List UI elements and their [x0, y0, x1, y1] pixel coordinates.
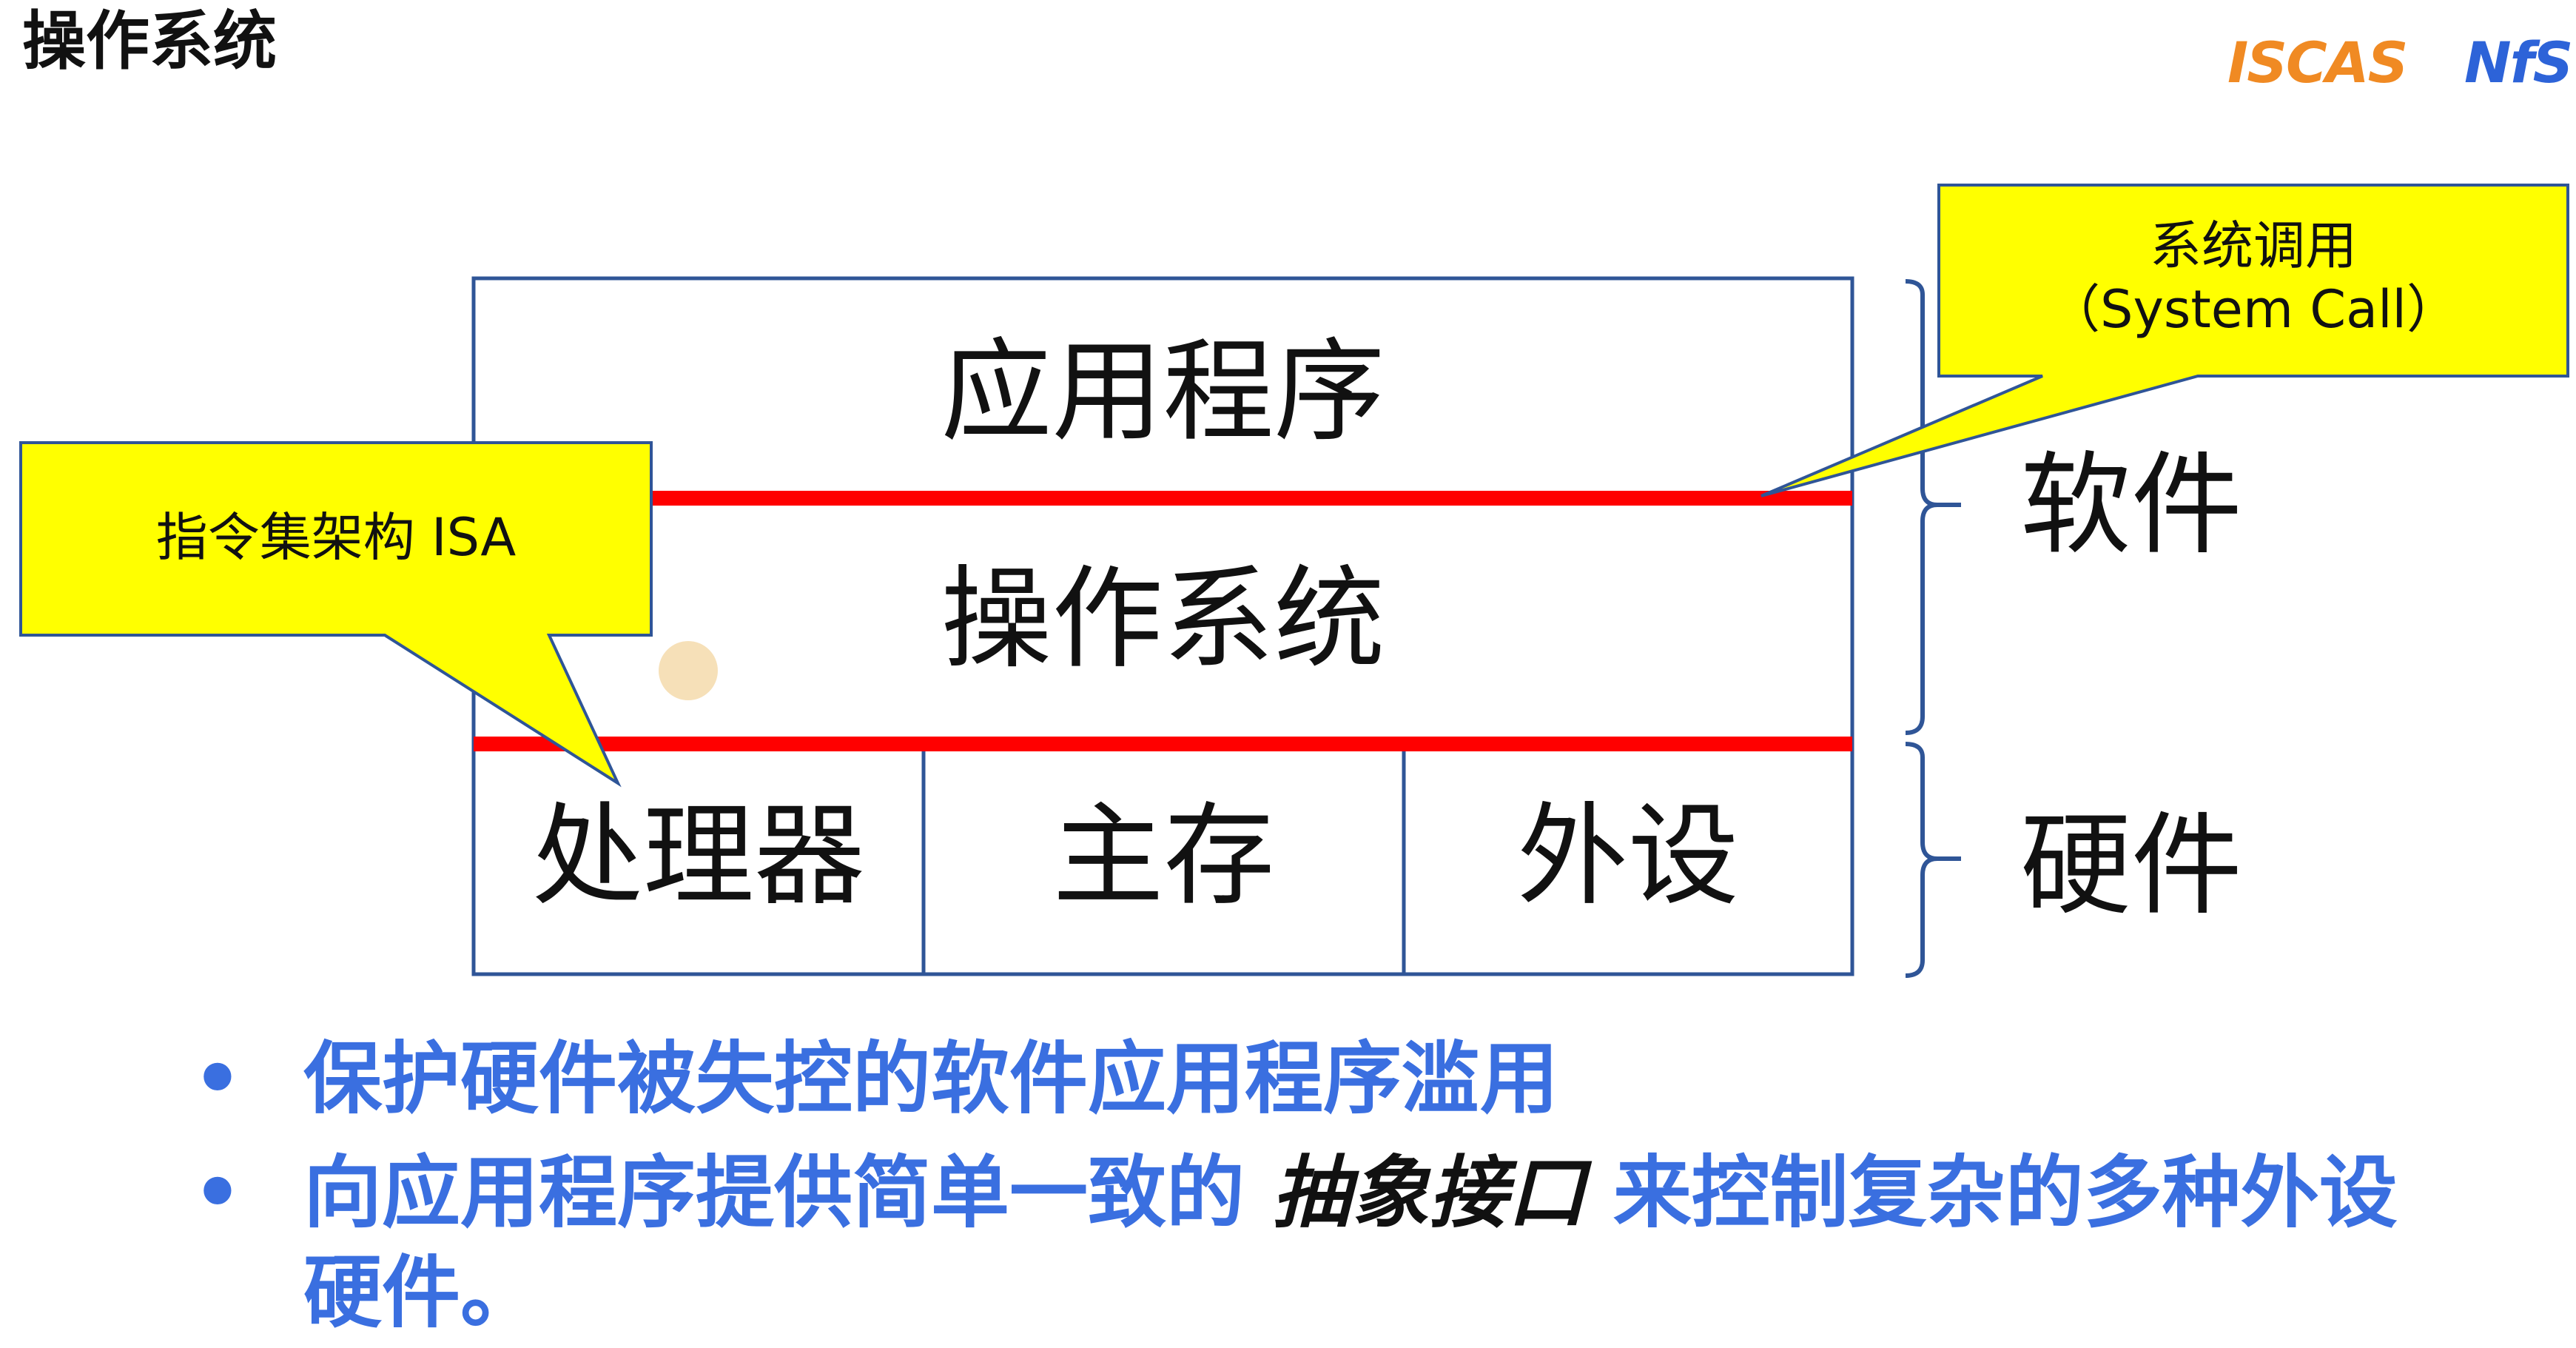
layer-application: 应用程序 — [941, 328, 1385, 457]
layer-stack-frame — [471, 276, 1854, 976]
isa-callout-text: 指令集架构 ISA — [155, 507, 517, 568]
layer-operating-system: 操作系统 — [941, 555, 1385, 684]
software-brace — [1905, 279, 1961, 735]
os-layer-diagram — [19, 184, 2569, 978]
system-call-callout-line2: （System Call） — [2048, 279, 2458, 340]
hardware-processor: 处理器 — [531, 792, 865, 921]
bullet-text-2a: 向应用程序提供简单一致的 — [303, 1147, 1245, 1238]
hardware-peripherals: 外设 — [1516, 792, 1739, 921]
bullet-item-1: • 保护硬件被失控的软件应用程序滥用 — [178, 1029, 2472, 1130]
bullet-marker: • — [192, 1033, 243, 1124]
slide-title: 操作系统 — [22, 4, 277, 78]
system-call-interface-line — [474, 491, 1852, 506]
logo-group: ISCAS NfS — [2227, 22, 2575, 104]
system-call-callout-line1: 系统调用 — [2150, 215, 2357, 276]
system-call-callout — [1761, 184, 2569, 497]
bullet-item-2: • 向应用程序提供简单一致的 抽象接口 来控制复杂的多种外设硬件。 — [178, 1143, 2472, 1344]
nfs-logo: NfS — [2464, 30, 2573, 95]
isa-interface-line — [474, 737, 1852, 751]
iscas-logo: ISCAS — [2227, 30, 2408, 95]
cursor-highlight — [659, 641, 718, 700]
bullet-text-2b: 来控制复杂的多种外设硬件。 — [303, 1147, 2398, 1339]
isa-callout — [19, 441, 653, 788]
bullet-marker: • — [192, 1147, 243, 1238]
hardware-brace — [1905, 742, 1961, 978]
software-label: 软件 — [2020, 441, 2243, 570]
bullet-list: • 保护硬件被失控的软件应用程序滥用 • 向应用程序提供简单一致的 抽象接口 来… — [178, 1029, 2472, 1344]
hardware-label: 硬件 — [2020, 802, 2243, 930]
hardware-main-memory: 主存 — [1052, 792, 1275, 921]
bullet-text-1: 保护硬件被失控的软件应用程序滥用 — [303, 1033, 1558, 1124]
bullet-emphasis-abstract-interface: 抽象接口 — [1271, 1147, 1586, 1238]
